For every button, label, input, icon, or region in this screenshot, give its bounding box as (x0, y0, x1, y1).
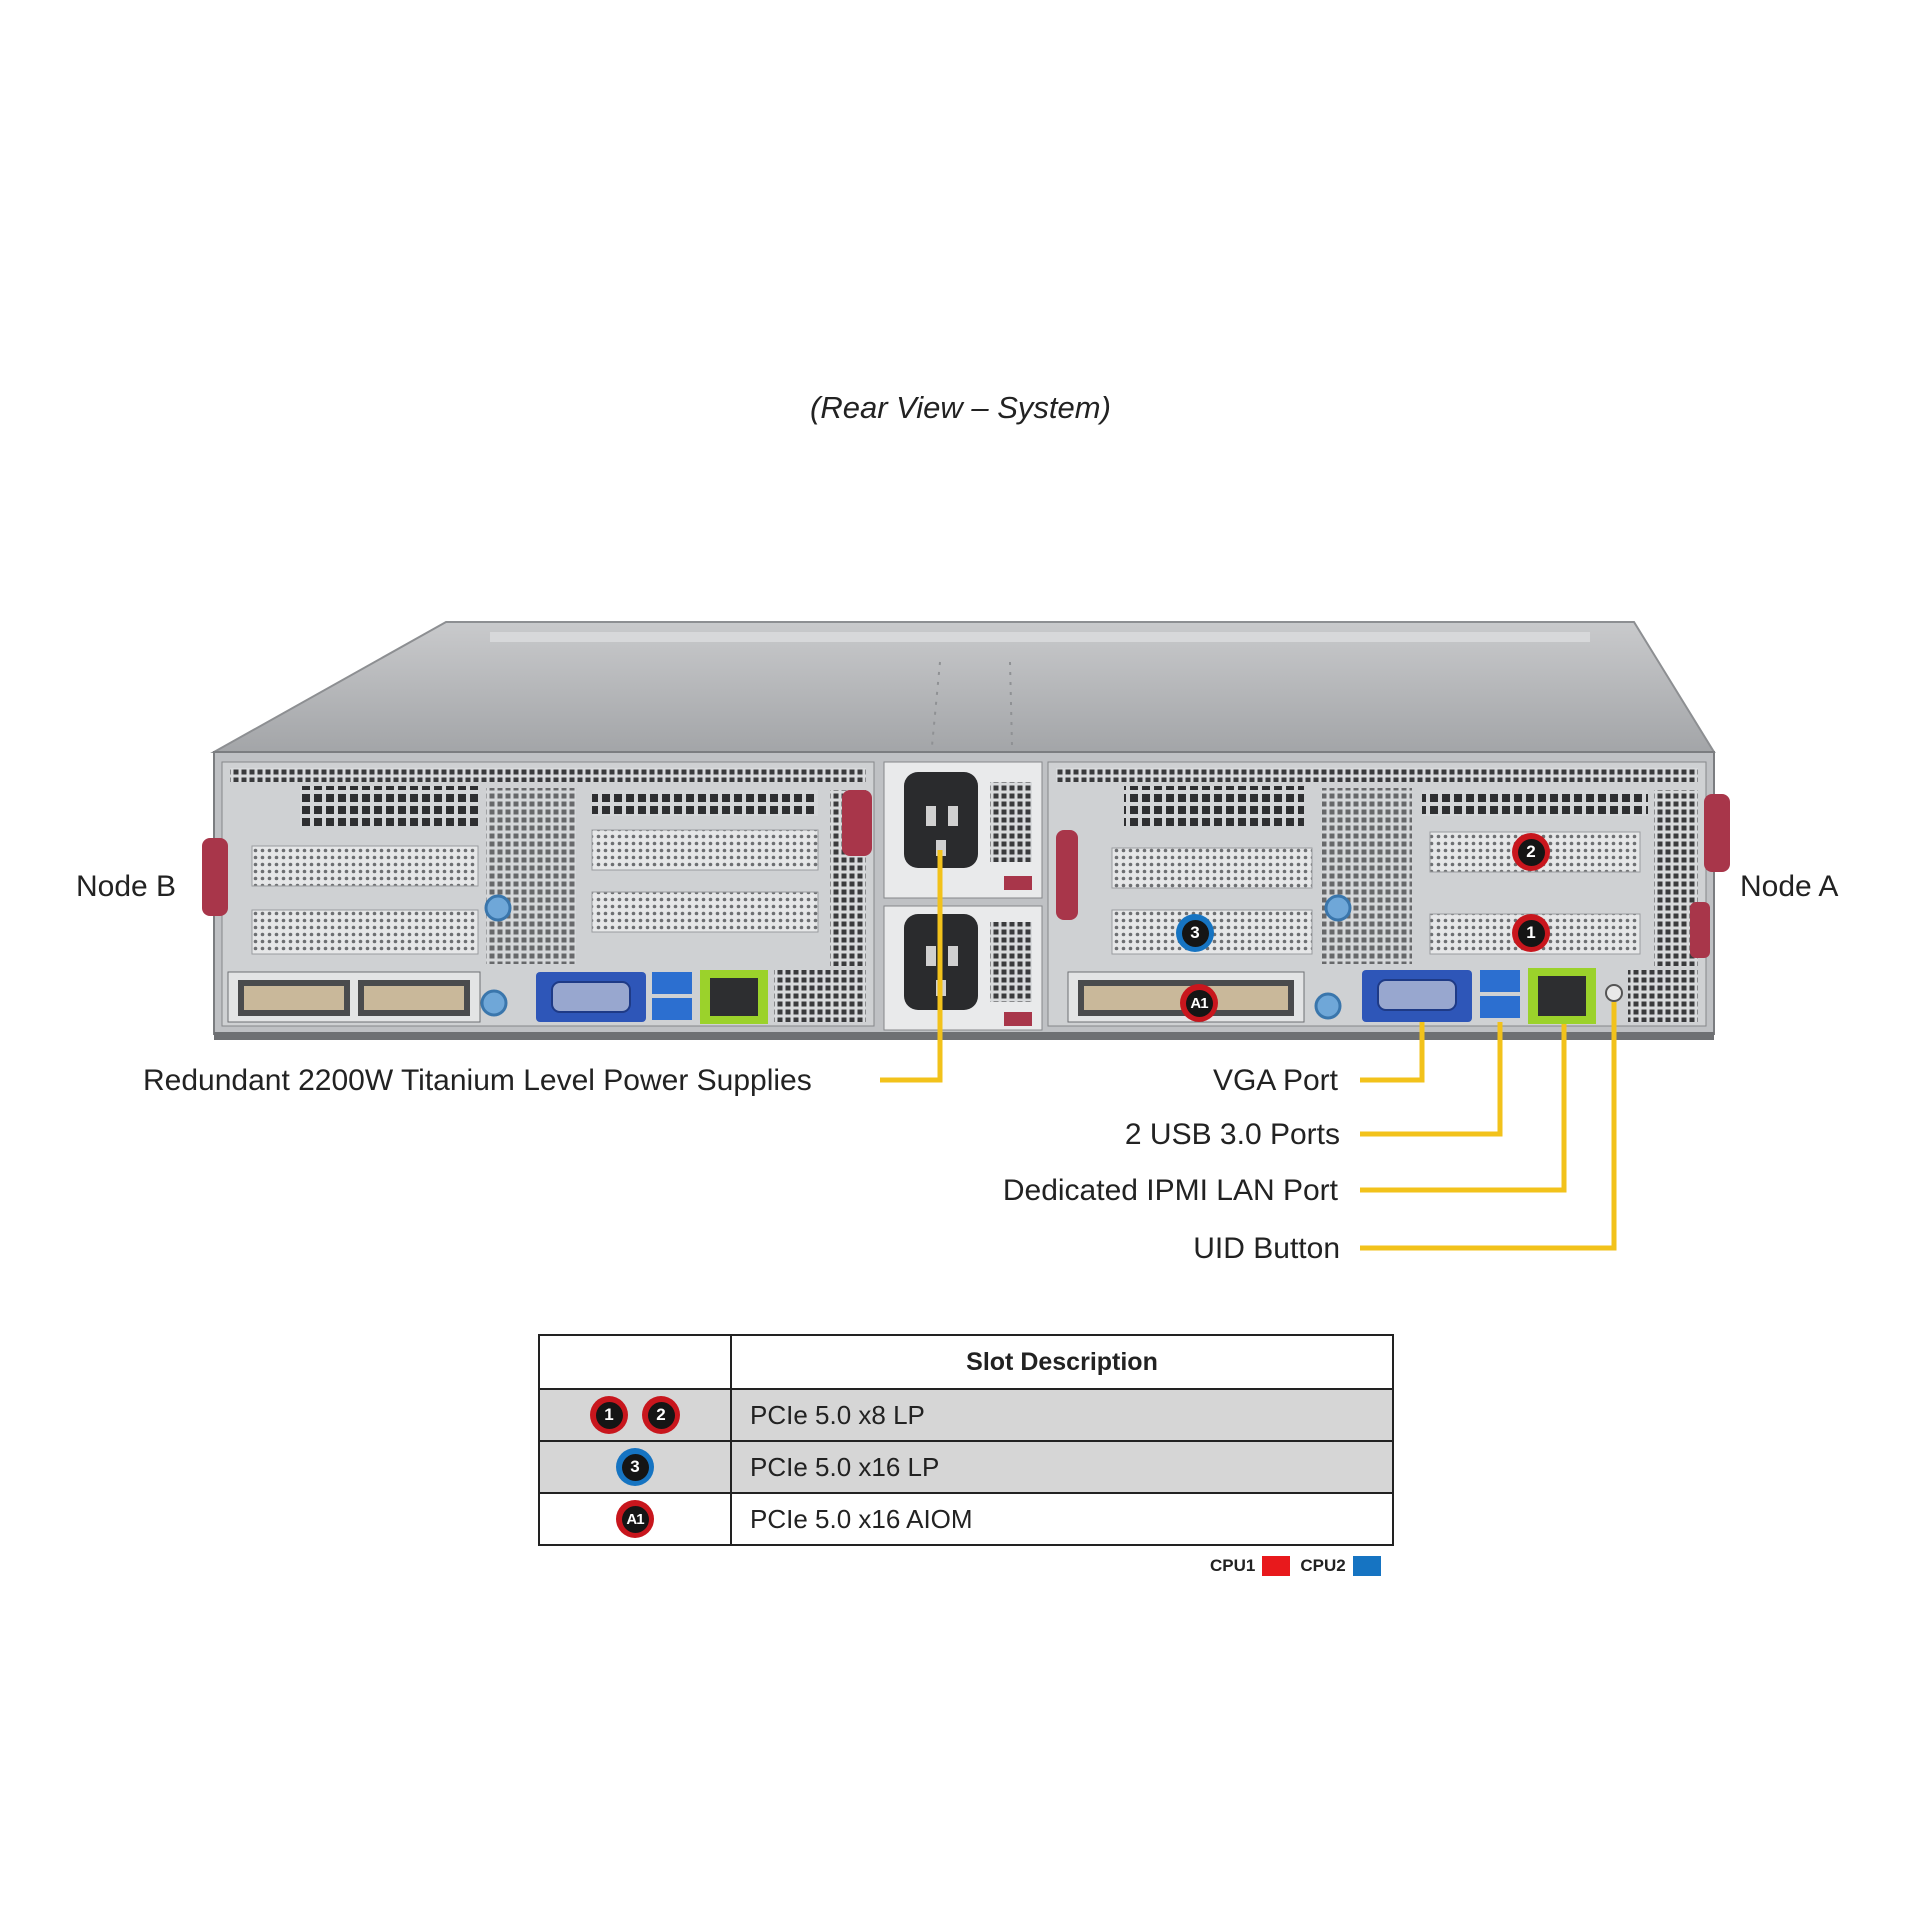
table-header-icon-cell (538, 1334, 732, 1390)
callout-lines (880, 850, 1617, 1251)
legend-cpu1-swatch (1262, 1556, 1291, 1576)
table-row-icon-cell: 1 2 (538, 1388, 732, 1442)
slot-description: PCIe 5.0 x8 LP (730, 1388, 1394, 1442)
table-row: 3 PCIe 5.0 x16 LP (538, 1440, 1394, 1494)
table-row-icon-cell: 3 (538, 1440, 732, 1494)
table-row: 1 2 PCIe 5.0 x8 LP (538, 1388, 1394, 1442)
slot-description: PCIe 5.0 x16 LP (730, 1440, 1394, 1494)
node-a-module (1047, 761, 1730, 1027)
legend-cpu2-swatch (1352, 1556, 1381, 1576)
table-row: A1 PCIe 5.0 x16 AIOM (538, 1492, 1394, 1546)
ipmi-lan-port-label: Dedicated IPMI LAN Port (1002, 1174, 1338, 1207)
aiom-slot-badge: A1 (616, 1500, 654, 1538)
node-b-label: Node B (76, 870, 177, 903)
slot-description: PCIe 5.0 x16 AIOM (730, 1492, 1394, 1546)
power-supplies-label: Redundant 2200W Titanium Level Power Sup… (143, 1064, 812, 1097)
diagram-caption: (Rear View – System) (810, 390, 1111, 425)
power-supply-bay (883, 761, 1043, 1031)
node-b-module (202, 761, 875, 1027)
legend-cpu1-label: CPU1 (1210, 1556, 1256, 1575)
table-header-title: Slot Description (730, 1334, 1394, 1390)
slot-2-badge: 2 (642, 1396, 680, 1434)
slot-3-badge: 3 (1176, 914, 1214, 952)
table-row-icon-cell: A1 (538, 1492, 732, 1546)
aiom-slot-badge: A1 (1180, 984, 1218, 1022)
vga-port-label: VGA Port (1212, 1064, 1338, 1097)
slot-description-table: Slot Description 1 2 PCIe 5.0 x8 LP 3 PC… (538, 1334, 1394, 1546)
node-a-label: Node A (1740, 870, 1839, 903)
cpu-legend: CPU1 CPU2 (1210, 1556, 1391, 1576)
table-header-row: Slot Description (538, 1334, 1394, 1390)
legend-cpu2-label: CPU2 (1300, 1556, 1346, 1575)
uid-button-label: UID Button (1193, 1232, 1340, 1265)
slot-2-badge: 2 (1512, 833, 1550, 871)
slot-1-badge: 1 (590, 1396, 628, 1434)
slot-1-badge: 1 (1512, 914, 1550, 952)
usb-ports-label: 2 USB 3.0 Ports (1124, 1118, 1340, 1151)
slot-3-badge: 3 (616, 1448, 654, 1486)
